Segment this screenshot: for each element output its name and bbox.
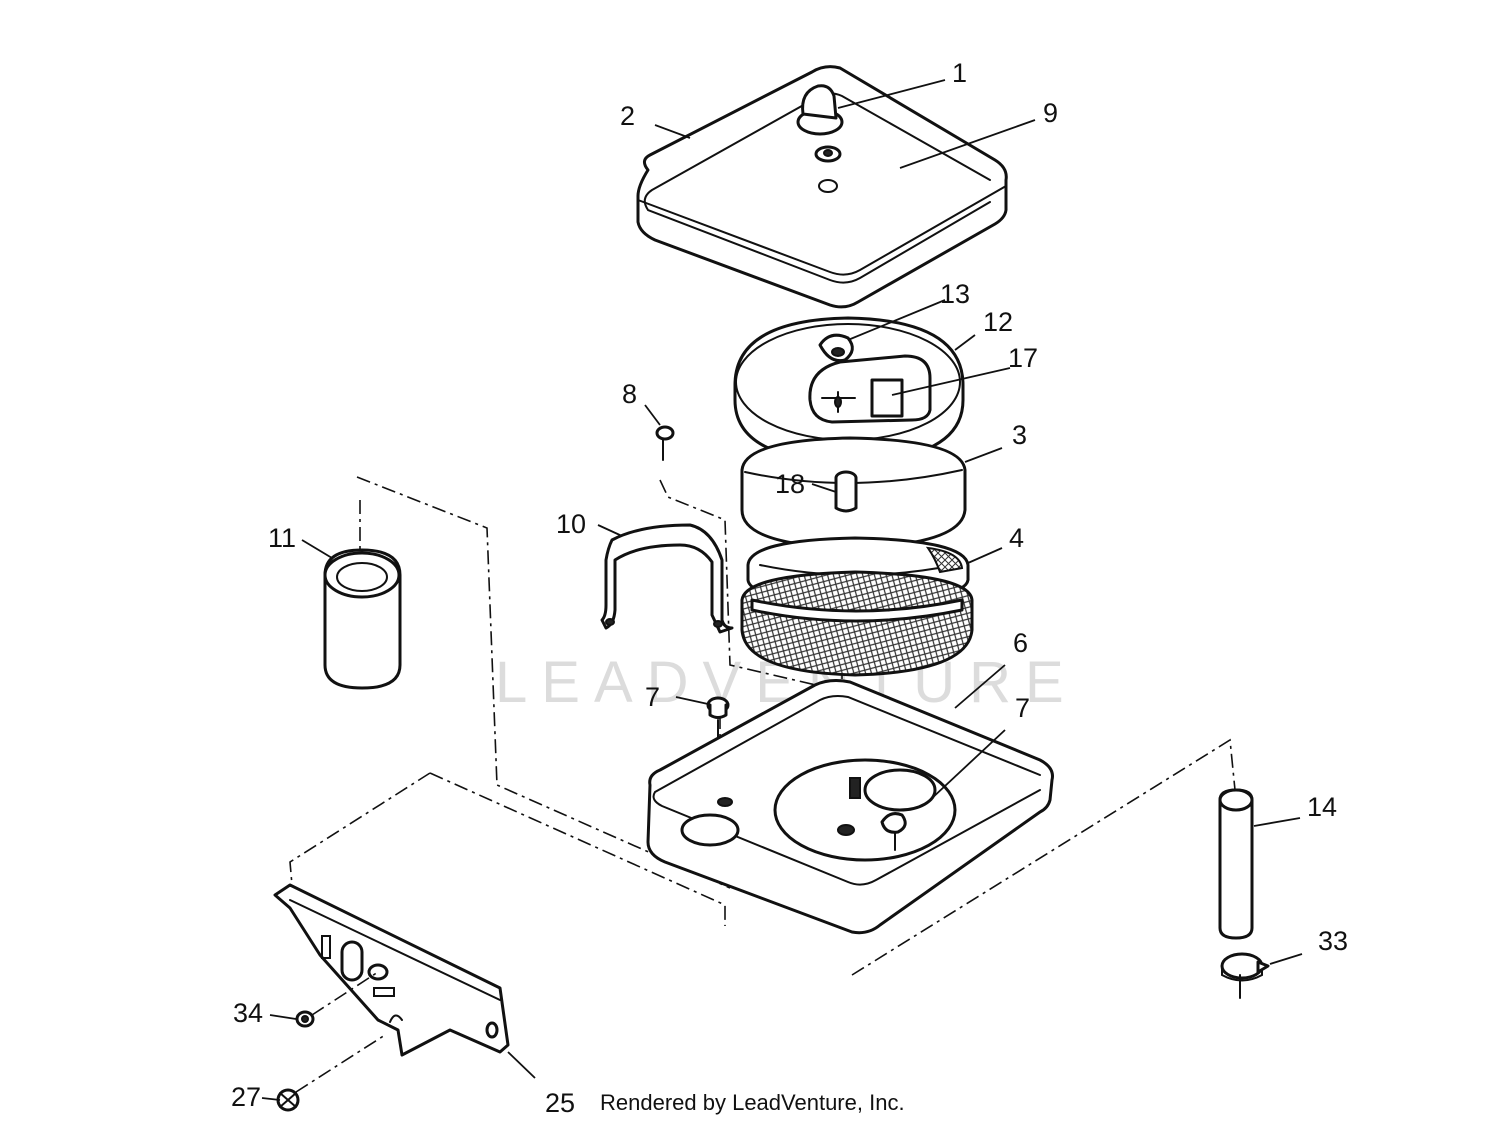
callout-6: 6 [1013, 628, 1028, 658]
callout-7b: 7 [1015, 693, 1030, 723]
screws [655, 425, 730, 741]
callout-1: 1 [952, 58, 967, 88]
cover-knob [796, 84, 844, 193]
callout-25: 25 [545, 1088, 575, 1118]
precleaner-ring [740, 436, 967, 550]
callout-13: 13 [940, 279, 970, 309]
leader-lines [261, 79, 1303, 1101]
callout-17: 17 [1008, 343, 1038, 373]
callout-12: 12 [983, 307, 1013, 337]
callout-18: 18 [775, 469, 805, 499]
callout-labels: 1 2 9 13 12 17 8 3 18 10 11 4 6 7 7 14 3… [231, 58, 1348, 1118]
callout-7a: 7 [645, 682, 660, 712]
callout-11: 11 [268, 523, 296, 553]
top-cover [636, 65, 1008, 309]
callout-10: 10 [556, 509, 586, 539]
callout-27: 27 [231, 1082, 261, 1112]
filter-element [740, 536, 974, 677]
callout-8: 8 [622, 379, 637, 409]
intake-tube [323, 548, 402, 690]
callout-14: 14 [1307, 792, 1337, 822]
breather-tube [1218, 788, 1270, 999]
inner-cover [733, 316, 965, 464]
mounting-bracket [273, 883, 510, 1057]
callout-2: 2 [620, 101, 635, 131]
callout-9: 9 [1043, 98, 1058, 128]
callout-34: 34 [233, 998, 263, 1028]
filter-base [646, 679, 1054, 935]
render-credit: Rendered by LeadVenture, Inc. [600, 1090, 905, 1115]
filter-bracket [600, 523, 734, 634]
callout-4: 4 [1009, 523, 1024, 553]
hardware-nuts [276, 971, 386, 1112]
callout-3: 3 [1012, 420, 1027, 450]
callout-33: 33 [1318, 926, 1348, 956]
